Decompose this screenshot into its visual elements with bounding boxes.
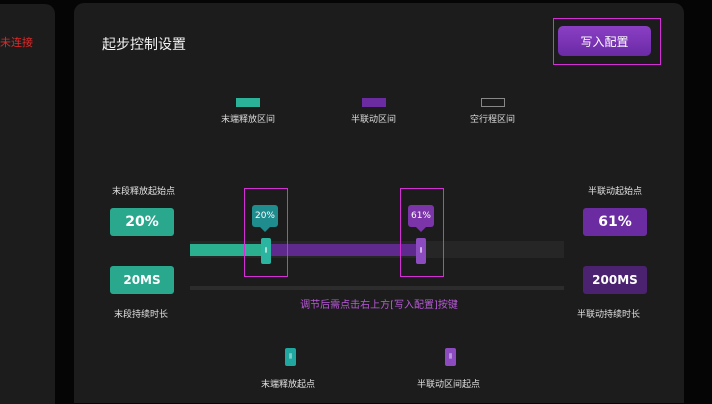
- release-handle[interactable]: ⫼: [261, 238, 271, 264]
- release-handle-legend-label: 末端释放起点: [261, 380, 316, 390]
- semi-segment: [266, 244, 421, 256]
- release-value-bubble: 20%: [252, 205, 278, 232]
- legend-item-free: 空行程区间: [470, 98, 515, 125]
- grip-icon: ⫼: [419, 247, 423, 254]
- legend-swatch-free: [480, 98, 505, 107]
- legend-swatch-semi: [361, 98, 386, 107]
- semi-value-bubble: 61%: [408, 205, 434, 232]
- grip-icon: ⫼: [264, 247, 268, 254]
- write-config-button[interactable]: 写入配置: [558, 26, 651, 56]
- release-duration-label: 末段持续时长: [114, 310, 169, 320]
- legend-label-release: 末端释放区间: [221, 115, 276, 125]
- release-start-value[interactable]: 20%: [110, 208, 174, 236]
- grip-icon: ⫼: [289, 353, 292, 360]
- semi-duration-label: 半联动持续时长: [577, 310, 641, 320]
- legend-label-semi: 半联动区间: [351, 115, 397, 125]
- hint-text: 调节后需点击右上方[写入配置]按键: [300, 300, 458, 311]
- release-duration-value[interactable]: 20MS: [110, 266, 174, 294]
- grip-icon: ⫼: [449, 353, 452, 360]
- semi-handle-legend-label: 半联动区间起点: [417, 380, 481, 390]
- semi-handle-legend-icon: ⫼: [445, 348, 456, 366]
- release-bubble-text: 20%: [254, 211, 275, 221]
- semi-start-label: 半联动起始点: [588, 187, 643, 197]
- release-marker-highlight: [244, 188, 288, 277]
- launch-control-panel: 起步控制设置 写入配置 末端释放区间 半联动区间 空行程区间 末段释放起始点 2…: [74, 3, 684, 403]
- legend-label-free: 空行程区间: [470, 115, 516, 125]
- semi-start-value[interactable]: 61%: [583, 208, 647, 236]
- left-panel: 未连接: [0, 4, 55, 404]
- legend-item-release: 末端释放区间: [221, 98, 275, 125]
- legend-item-semi: 半联动区间: [351, 98, 396, 125]
- release-handle-legend-icon: ⫼: [285, 348, 296, 366]
- connection-status: 未连接: [0, 36, 33, 49]
- slider-underline: [190, 286, 564, 290]
- semi-bubble-text: 61%: [410, 211, 431, 221]
- semi-marker-highlight: [400, 188, 444, 277]
- legend-swatch-release: [236, 98, 260, 107]
- panel-title: 起步控制设置: [102, 37, 186, 53]
- semi-handle[interactable]: ⫼: [416, 238, 426, 264]
- semi-duration-value[interactable]: 200MS: [583, 266, 647, 294]
- write-button-highlight: [553, 18, 661, 65]
- release-segment: [190, 244, 266, 256]
- release-start-label: 末段释放起始点: [112, 187, 176, 197]
